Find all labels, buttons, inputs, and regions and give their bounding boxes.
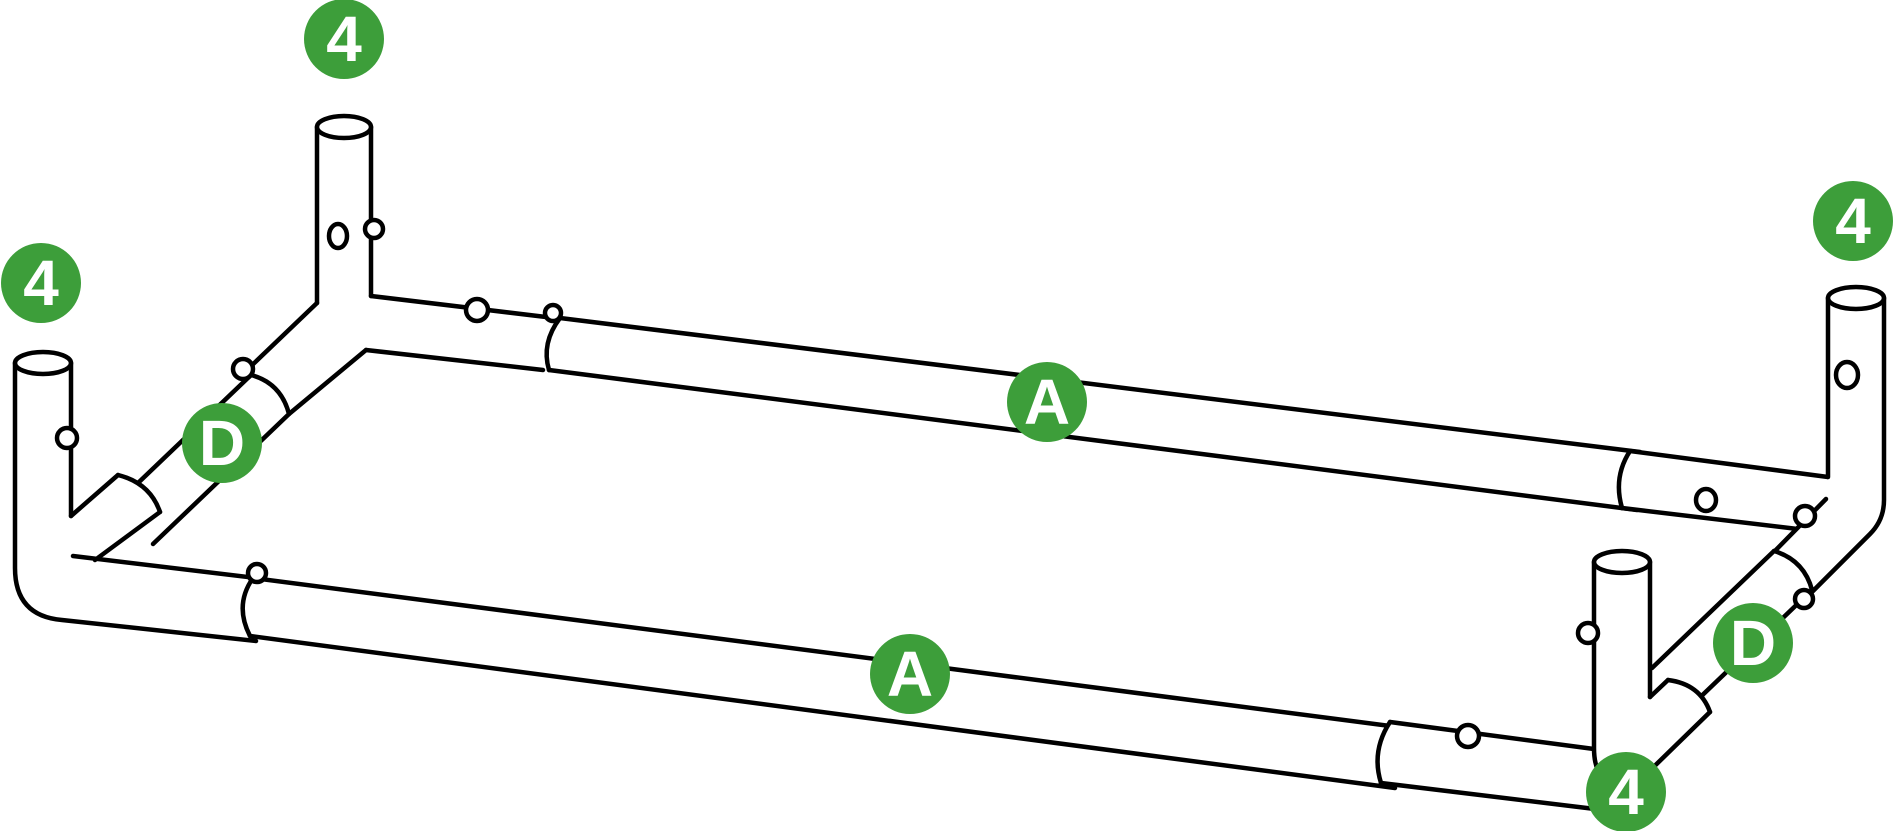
frame-line-segment (1647, 677, 1671, 700)
post-top-cap (1591, 548, 1653, 576)
frame-line-segment (244, 300, 320, 373)
frame-line-segment (247, 127, 546, 414)
frame-line-segment (250, 575, 1401, 730)
post-top-cap (12, 349, 74, 377)
frame-line-segment (68, 472, 121, 519)
frame-line-segment (1375, 719, 1393, 786)
frame-line-segment (70, 553, 259, 581)
snap-hole (1833, 359, 1861, 391)
part-d-right-rail-badge: D (1713, 603, 1793, 683)
snap-button (542, 302, 564, 324)
snap-hole (54, 425, 80, 451)
part-d-left-rail-badge: D (182, 403, 262, 483)
frame-line-segment (1627, 448, 1831, 480)
frame-line-segment (242, 578, 1399, 788)
frame-line-segment (12, 360, 259, 644)
snap-hole (1693, 486, 1719, 514)
snap-hole (1575, 620, 1601, 646)
qty-back-left-corner-badge: 4 (304, 0, 384, 79)
qty-front-right-corner-badge: 4 (1586, 752, 1666, 831)
snap-button (245, 561, 269, 585)
snap-hole (463, 296, 491, 324)
frame-line-segment (1616, 448, 1633, 511)
frame-line-segment (1594, 562, 1710, 789)
frame-line-segment (115, 472, 163, 515)
qty-back-right-corner-badge: 4 (1813, 181, 1893, 261)
frame-line-segment (368, 293, 549, 320)
snap-button (1792, 587, 1816, 611)
frame-line-segment (247, 633, 1398, 791)
frame-line-segment (71, 475, 160, 560)
frame-line-segment (557, 315, 1643, 455)
frame-line-segment (1771, 548, 1815, 593)
frame-line-segment (1765, 496, 1829, 561)
frame-line-segment (1387, 719, 1597, 752)
frame-line-segment (286, 347, 369, 417)
snap-button (1792, 503, 1818, 529)
corner-piece-back-right (1616, 284, 1887, 601)
frame-line-segment (248, 372, 292, 417)
part-a-front-rail-badge: A (870, 634, 950, 714)
frame-line-segment (1619, 505, 1809, 533)
rail-a-front (240, 561, 1401, 791)
post-top-cap (314, 113, 374, 141)
frame-line-segment (1665, 677, 1713, 715)
frame-line-segment (240, 575, 256, 639)
frame-line-segment (546, 367, 1640, 513)
frame-line-segment (1378, 780, 1598, 812)
snap-button (230, 356, 256, 382)
corner-piece-front-left (12, 349, 259, 644)
frame-line-segment (363, 347, 546, 373)
frame-line-segment (546, 318, 1640, 510)
rail-a-back (542, 302, 1643, 513)
snap-hole (326, 221, 350, 251)
frame-line-segment (1649, 548, 1777, 671)
frame-line-segment (92, 509, 163, 563)
part-a-back-rail-badge: A (1007, 362, 1087, 442)
frame-line-segment (1803, 295, 1887, 601)
snap-hole (1454, 722, 1482, 750)
corner-piece-back-left (244, 113, 549, 417)
post-top-cap (1825, 284, 1887, 312)
snap-hole (362, 217, 386, 241)
qty-front-left-corner-badge: 4 (1, 243, 81, 323)
